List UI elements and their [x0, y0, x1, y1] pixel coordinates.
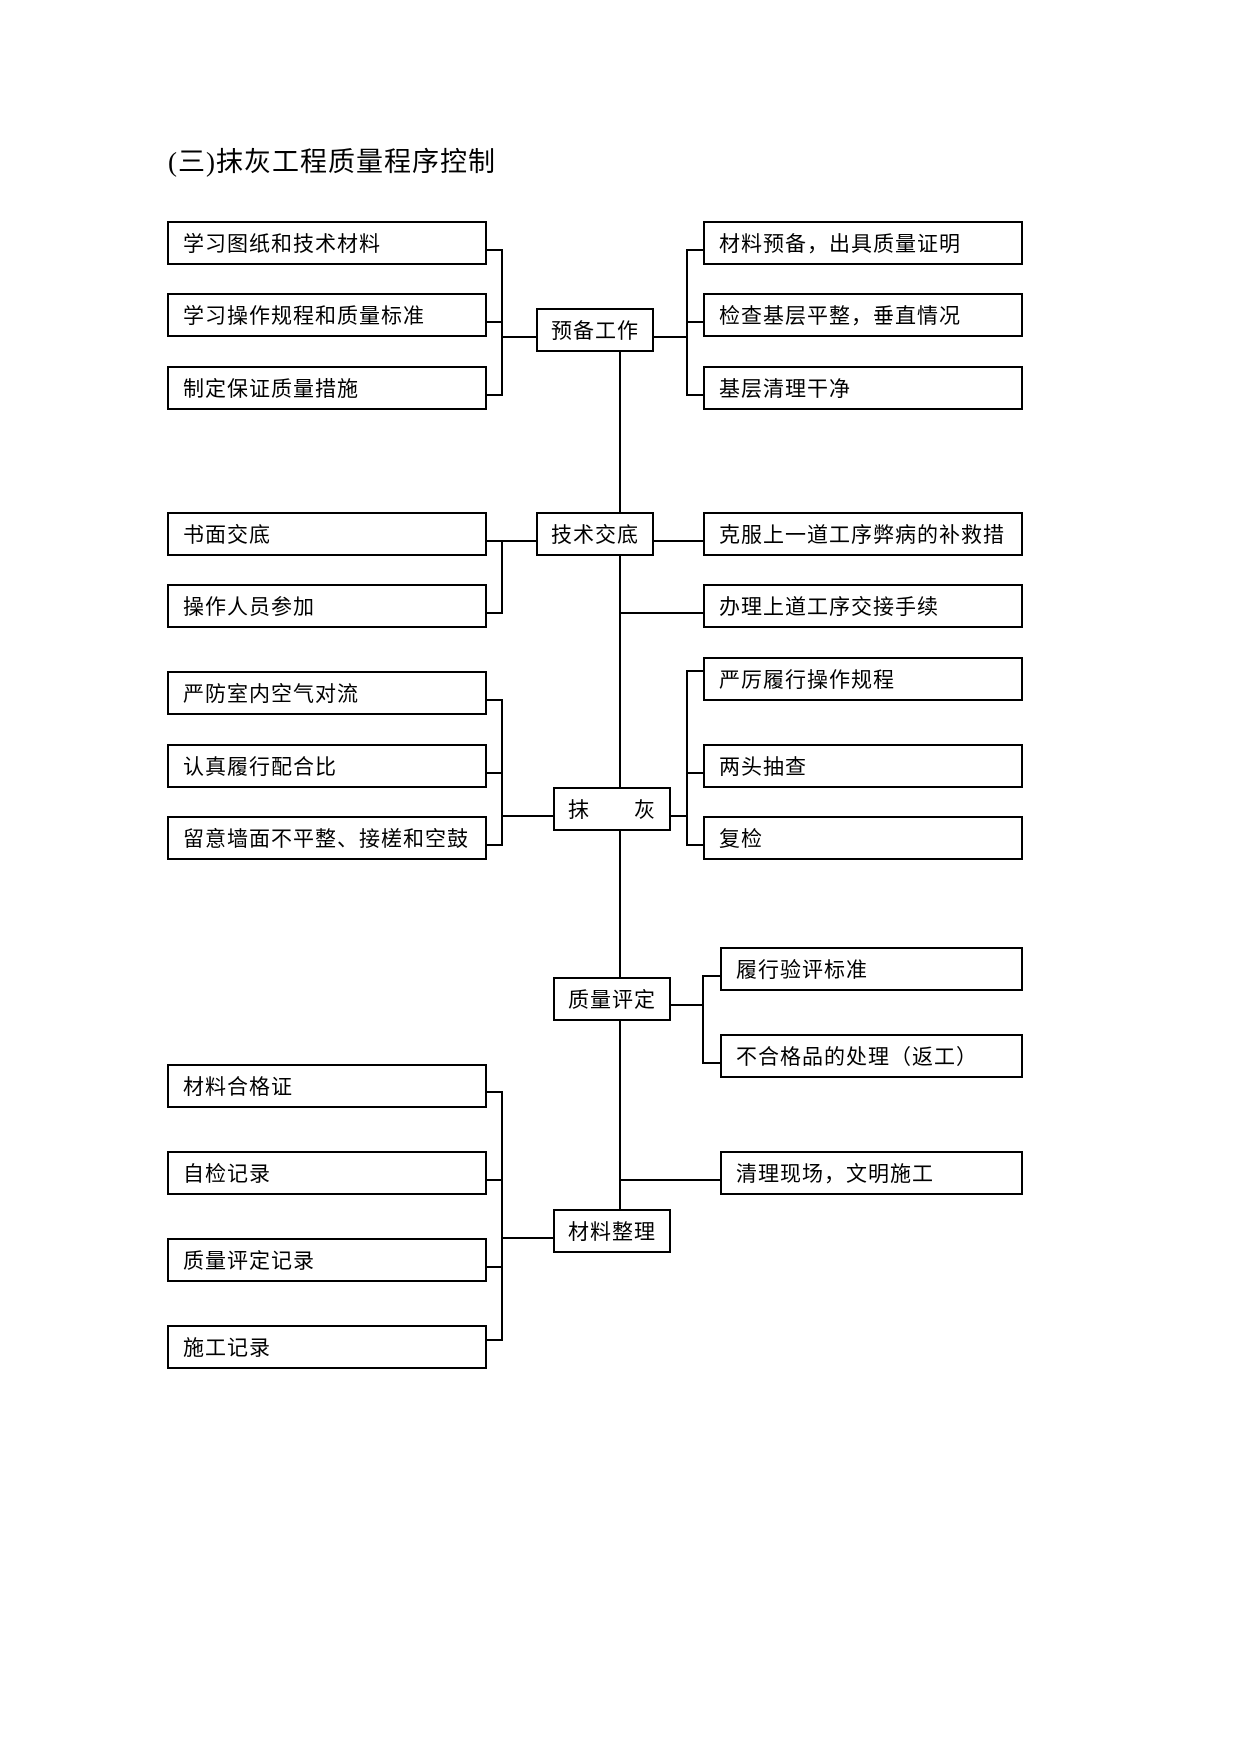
prep-left-bracket [486, 249, 537, 396]
step-box-materials: 材料整理 [553, 1209, 671, 1253]
quality-right-item: 履行验评标准 [720, 947, 1023, 991]
disclosure-right-connectors [620, 540, 704, 614]
disclosure-left-item: 书面交底 [167, 512, 487, 556]
step-box-quality: 质量评定 [553, 977, 671, 1021]
materials-left-item: 施工记录 [167, 1325, 487, 1369]
disclosure-right-item: 克服上一道工序弊病的补救措 [703, 512, 1023, 556]
plastering-right-item: 复检 [703, 816, 1023, 860]
quality-right-item: 不合格品的处理（返工） [720, 1034, 1023, 1078]
materials-left-item: 材料合格证 [167, 1064, 487, 1108]
step-box-prep: 预备工作 [536, 308, 654, 352]
disclosure-left-bracket [486, 540, 537, 614]
materials-left-item: 自检记录 [167, 1151, 487, 1195]
cleanup-item: 清理现场，文明施工 [720, 1151, 1023, 1195]
plastering-left-bracket [486, 699, 554, 846]
plastering-left-item: 认真履行配合比 [167, 744, 487, 788]
materials-left-bracket [486, 1091, 554, 1341]
prep-right-bracket [653, 249, 704, 396]
prep-left-item: 学习操作规程和质量标准 [167, 293, 487, 337]
prep-left-item: 学习图纸和技术材料 [167, 221, 487, 265]
step-box-plastering: 抹 灰 [553, 787, 671, 831]
prep-right-item: 基层清理干净 [703, 366, 1023, 410]
plastering-right-item: 严厉履行操作规程 [703, 657, 1023, 701]
plastering-right-item: 两头抽查 [703, 744, 1023, 788]
step-box-disclosure: 技术交底 [536, 512, 654, 556]
page-title: (三)抹灰工程质量程序控制 [168, 147, 496, 177]
materials-left-item: 质量评定记录 [167, 1238, 487, 1282]
prep-right-item: 检查基层平整，垂直情况 [703, 293, 1023, 337]
prep-right-item: 材料预备，出具质量证明 [703, 221, 1023, 265]
disclosure-left-item: 操作人员参加 [167, 584, 487, 628]
prep-left-item: 制定保证质量措施 [167, 366, 487, 410]
plastering-left-item: 留意墙面不平整、接槎和空鼓 [167, 816, 487, 860]
plastering-right-bracket [670, 670, 704, 846]
quality-right-bracket [670, 975, 721, 1064]
disclosure-right-item: 办理上道工序交接手续 [703, 584, 1023, 628]
plastering-left-item: 严防室内空气对流 [167, 671, 487, 715]
